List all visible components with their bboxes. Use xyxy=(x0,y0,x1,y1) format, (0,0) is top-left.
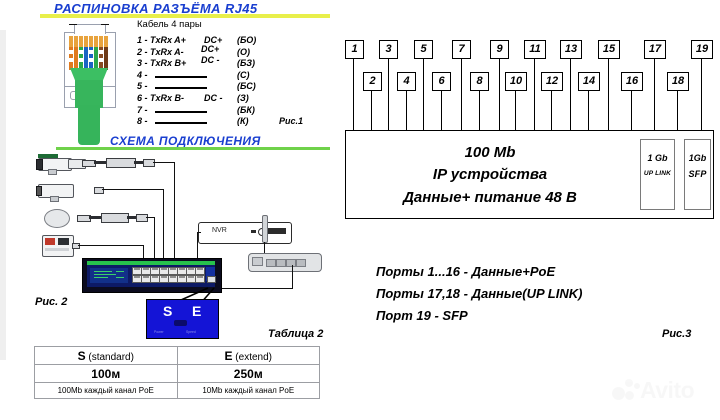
chassis-line-2: IP устройства xyxy=(432,166,548,183)
sfp-label: SFP xyxy=(688,169,707,179)
mode-speed-label: Speed xyxy=(186,330,196,334)
port-number-box: 16 xyxy=(621,72,643,91)
scheme-section-title: СХЕМА ПОДКЛЮЧЕНИЯ xyxy=(110,134,261,148)
legend-line-2: Порты 17,18 - Данные(UP LINK) xyxy=(376,286,583,301)
pin-row: 4 - (С) xyxy=(137,70,317,82)
cell-bandwidth-s: 100Mb каждый канал PoE xyxy=(34,382,178,399)
table-header-s: S (standard) xyxy=(34,346,178,365)
header-e-mode: E xyxy=(224,348,233,363)
pin-color-code: (БК) xyxy=(237,104,255,115)
port-number-box: 13 xyxy=(560,40,582,59)
pin-dc: DC - xyxy=(201,55,220,66)
port-number-box: 4 xyxy=(397,72,416,91)
mode-e-letter: E xyxy=(192,303,202,319)
table2-caption: Таблица 2 xyxy=(268,328,324,340)
pin-color-code: (С) xyxy=(237,69,250,80)
page-edge-strip xyxy=(0,30,6,360)
pin-label: 6 - TxRx B- xyxy=(137,92,185,103)
pin-color-code: (О) xyxy=(237,46,250,57)
header-e-note: (extend) xyxy=(235,351,272,363)
table-header-e: E (extend) xyxy=(176,346,320,365)
uplink-label: UP LINK xyxy=(643,170,672,177)
pin-dc: DC+ xyxy=(204,35,223,45)
uplink-speed: 1 Gb xyxy=(647,153,668,163)
pin-dc: DC - xyxy=(204,92,223,103)
pin-row: 2 - TxRx A- DC+ (О) xyxy=(137,43,317,59)
table-row: S (standard) E (extend) xyxy=(34,346,320,365)
rj45-section-title: РАСПИНОВКА РАЗЪЁМА RJ45 xyxy=(54,1,258,16)
port-number-box: 17 xyxy=(644,40,666,59)
pin-color-code: (БЗ) xyxy=(237,58,256,69)
pin-color-code: (К) xyxy=(237,116,249,127)
port-number-box: 15 xyxy=(598,40,620,59)
cell-bandwidth-e: 10Mb каждый канал PoE xyxy=(176,382,320,399)
port-number-box: 18 xyxy=(667,72,689,91)
rj45-title-rule xyxy=(40,14,330,18)
pin-row: 5 - (БС) xyxy=(137,81,317,93)
chassis-line-3: Данные+ питание 48 В xyxy=(403,189,577,206)
header-s-mode: S xyxy=(77,348,86,363)
nvr-label: NVR xyxy=(212,227,227,234)
pin-label: 3 - TxRx B+ xyxy=(137,58,187,69)
port-number-box: 19 xyxy=(691,40,713,59)
cable-pairs-label: Кабель 4 пары xyxy=(137,19,202,30)
pin-label: 2 - TxRx A- xyxy=(137,46,184,57)
pin-row: 1 - TxRx A+ DC+ (БО) xyxy=(137,35,317,47)
port-number-box: 12 xyxy=(541,72,563,91)
table-row: 100Mb каждый канал PoE 10Mb каждый канал… xyxy=(34,382,320,399)
pin-row: 7 - (БК) xyxy=(137,105,317,117)
pin-color-code: (З) xyxy=(237,92,249,103)
cell-distance-s: 100м xyxy=(34,364,178,383)
uplink-box: 1 Gb UP LINK xyxy=(640,139,675,210)
port-number-box: 8 xyxy=(470,72,489,91)
pin-row: 6 - TxRx B- DC - (З) xyxy=(137,93,317,105)
cell-distance-e: 250м xyxy=(176,364,320,383)
pin-row: 3 - TxRx B+ DC - (БЗ) xyxy=(137,55,317,70)
pin-label: 5 - xyxy=(137,81,148,92)
pin-color-code: (БО) xyxy=(237,35,257,45)
mode-indicator-panel xyxy=(146,299,219,339)
router-antenna xyxy=(262,215,268,243)
mode-power-label: Power xyxy=(154,330,164,334)
figure-2-label: Рис. 2 xyxy=(35,296,68,308)
pin-label: 4 - xyxy=(137,69,148,80)
scheme-title-rule xyxy=(56,147,330,150)
avito-watermark-text: Avito xyxy=(640,377,695,403)
table-row: 100м 250м xyxy=(34,364,320,383)
port-number-box: 14 xyxy=(578,72,600,91)
port-number-box: 7 xyxy=(452,40,471,59)
pin-label: 7 - xyxy=(137,104,148,115)
pin-row: 8 - (К) Рис.1 xyxy=(137,116,317,128)
header-s-note: (standard) xyxy=(88,351,134,363)
port-number-box: 3 xyxy=(379,40,398,59)
legend-line-3: Порт 19 - SFP xyxy=(376,308,468,323)
pin-label: 8 - xyxy=(137,116,148,127)
port-number-box: 1 xyxy=(345,40,364,59)
rj45-pin-list: Кабель 4 пары 1 - TxRx A+ DC+ (БО) 2 - T… xyxy=(137,19,317,126)
pin-label: 1 - TxRx A+ xyxy=(137,35,186,45)
port-number-box: 2 xyxy=(363,72,382,91)
legend-line-1: Порты 1...16 - Данные+PoE xyxy=(376,264,556,279)
figure-3-label: Рис.3 xyxy=(662,328,692,340)
ip-camera-dome xyxy=(44,209,70,228)
port-number-box: 11 xyxy=(524,40,546,59)
table-modes: S (standard) E (extend) 100м 250м 100Mb … xyxy=(34,346,320,399)
sfp-box: 1Gb SFP xyxy=(684,139,711,210)
sfp-speed: 1Gb xyxy=(688,153,707,163)
chassis-line-1: 100 Mb xyxy=(464,144,516,161)
pin-dc: DC+ xyxy=(201,43,220,54)
mode-s-letter: S xyxy=(163,303,173,319)
port-number-box: 5 xyxy=(414,40,433,59)
port-number-box: 6 xyxy=(432,72,451,91)
figure-1-label: Рис.1 xyxy=(279,116,304,127)
port-number-box: 9 xyxy=(490,40,509,59)
pin-color-code: (БС) xyxy=(237,81,256,92)
port-number-box: 10 xyxy=(505,72,527,91)
